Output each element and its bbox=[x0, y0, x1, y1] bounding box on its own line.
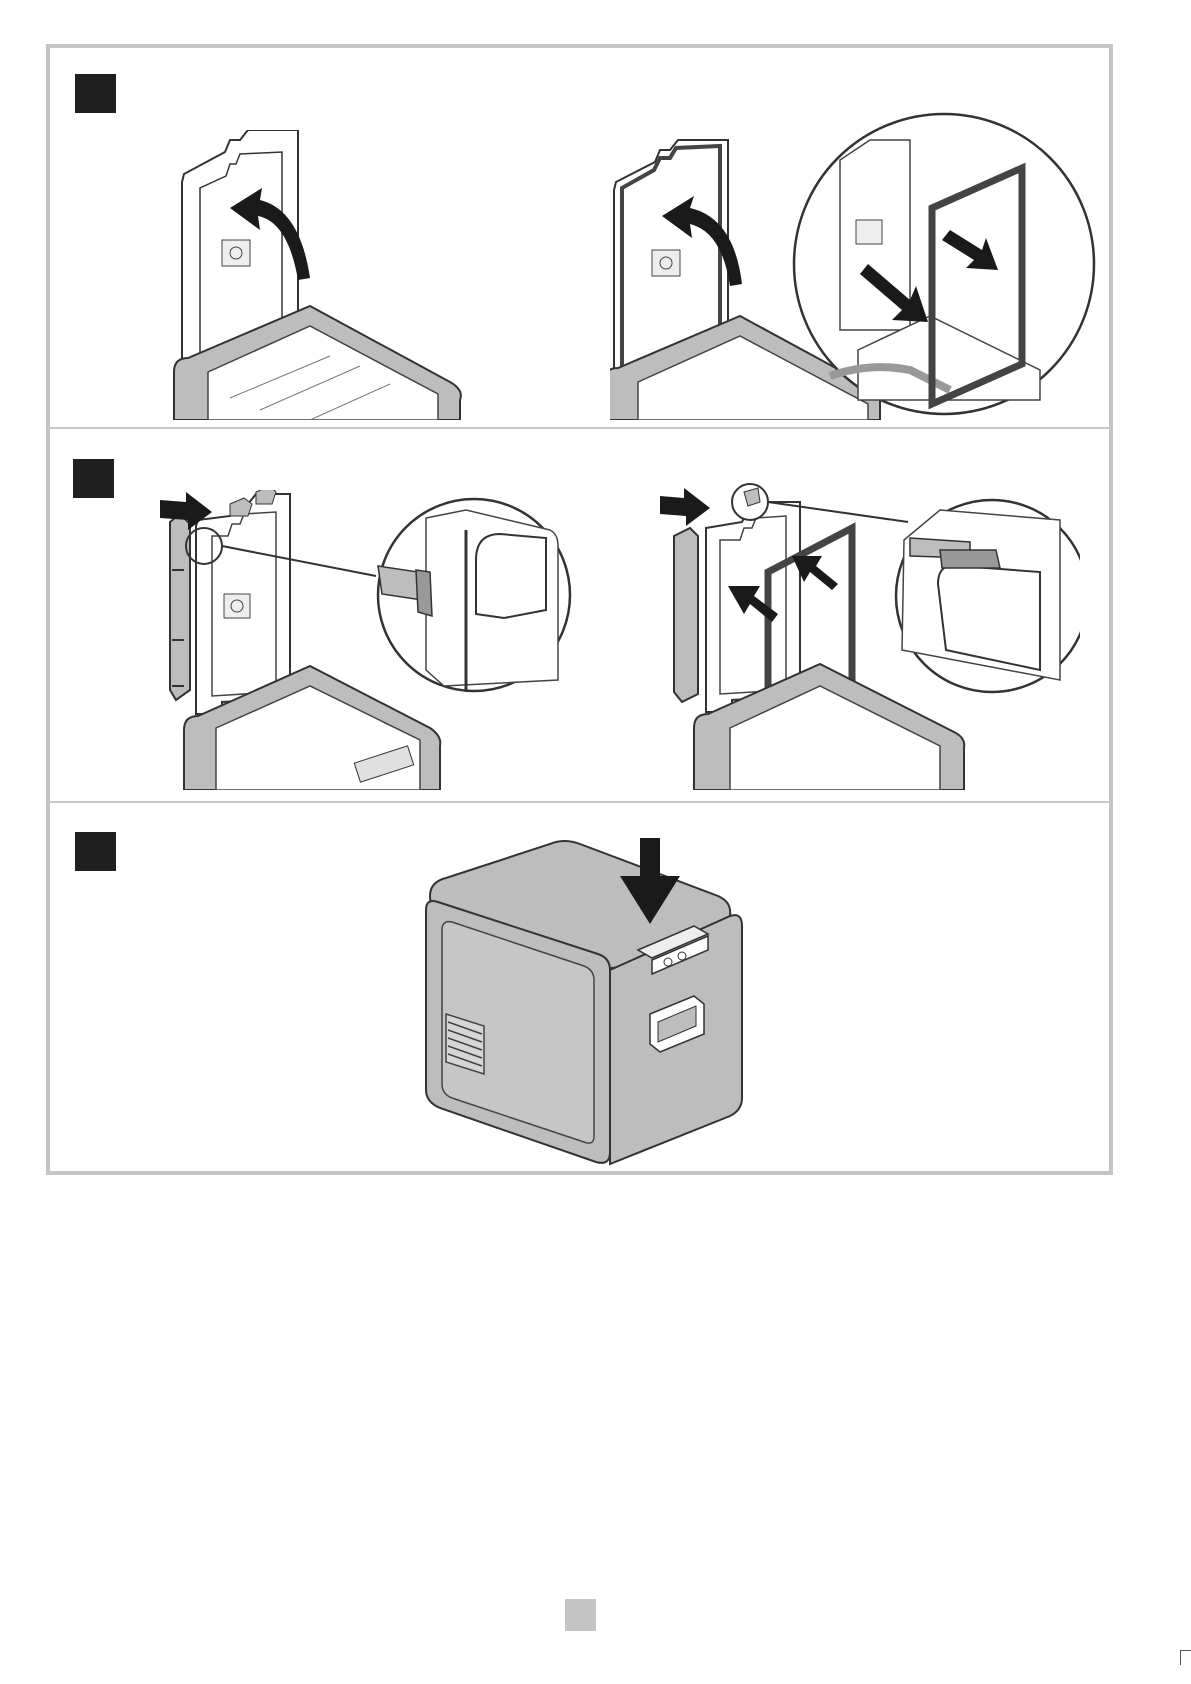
panel-divider-1 bbox=[48, 427, 1111, 429]
illustration-gasket-removal bbox=[610, 100, 1100, 420]
illustration-open-lid bbox=[170, 130, 480, 420]
step-badge-2 bbox=[73, 459, 114, 498]
page-number-marker bbox=[565, 1599, 596, 1631]
illustration-gasket-insertion bbox=[640, 480, 1080, 790]
illustration-hinge-clip bbox=[160, 490, 580, 790]
step-badge-1 bbox=[75, 74, 116, 113]
panel-divider-2 bbox=[48, 801, 1111, 803]
step-badge-3 bbox=[75, 832, 116, 871]
crop-mark bbox=[1180, 1650, 1191, 1665]
illustration-closed-cooler bbox=[424, 836, 768, 1168]
